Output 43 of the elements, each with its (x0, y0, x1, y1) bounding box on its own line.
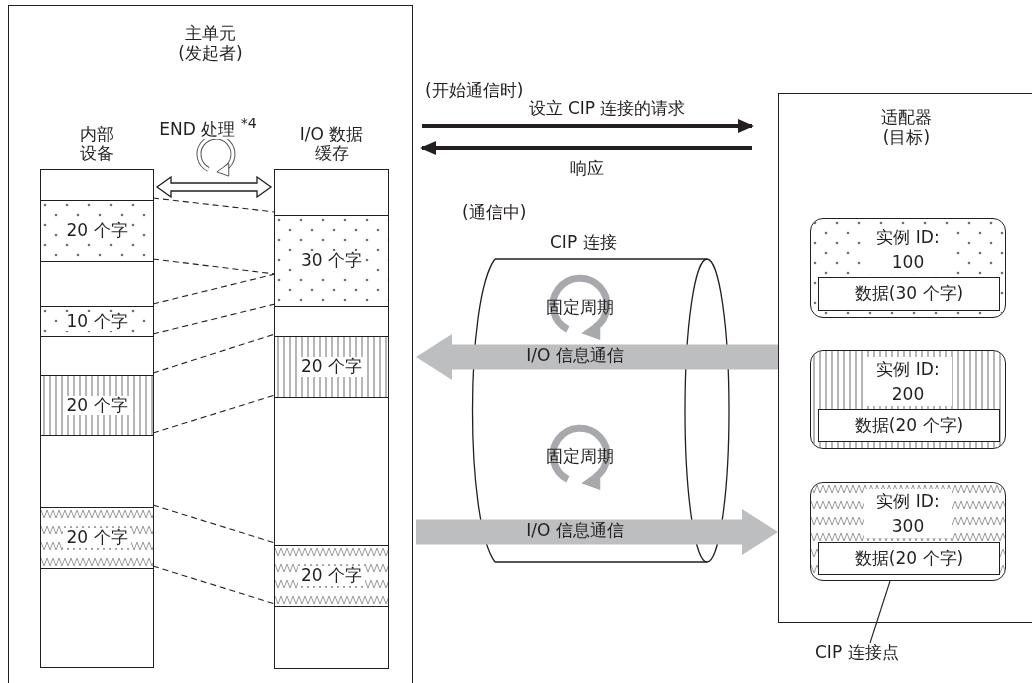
block-label: 20 个字 (63, 221, 131, 241)
dashed-line (152, 258, 276, 275)
block-arrow (416, 509, 778, 555)
dashed-line (152, 197, 276, 213)
panel-heading: 主单元 (182, 24, 239, 44)
phase-note: (开始通信时) (425, 80, 524, 101)
arrow (422, 119, 754, 133)
instance-label: 实例 ID: 300 (864, 489, 952, 539)
dashed-line (152, 504, 276, 544)
data-field-box (818, 277, 1000, 311)
data-block (275, 545, 388, 607)
data-field-box (818, 542, 1000, 575)
edge-label: I/O 信息通信 (526, 345, 624, 366)
data-block (41, 200, 153, 262)
edge-label: I/O 信息通信 (526, 520, 624, 541)
dashed-line (152, 565, 276, 605)
data-block (41, 306, 153, 337)
data-block (41, 375, 153, 436)
data-block (275, 215, 388, 307)
instance-label: 实例 ID: 200 (864, 357, 952, 407)
cycle-label: 固定周期 (546, 446, 614, 467)
cycle-label: 固定周期 (546, 297, 614, 318)
dashed-line (152, 273, 276, 305)
data-block (275, 336, 388, 398)
edge-label: 响应 (567, 158, 607, 179)
dashed-line (152, 394, 276, 434)
arrow (420, 141, 752, 155)
data-field-box (818, 409, 1000, 442)
instance-box (810, 482, 1006, 581)
unit-panel (778, 93, 1032, 623)
block-label: 20 个字 (297, 566, 365, 586)
block-arrow (416, 334, 778, 380)
double-arrow (155, 175, 273, 199)
block-label: 30 个字 (297, 251, 365, 271)
data-block (41, 507, 153, 569)
leader-line (869, 580, 891, 644)
dashed-line (152, 303, 276, 335)
instance-box (810, 218, 1006, 318)
block-label: 20 个字 (63, 528, 131, 548)
block-label: 10 个字 (63, 311, 131, 332)
unit-panel (8, 5, 413, 683)
instance-box (810, 350, 1006, 449)
dashed-line (152, 333, 276, 374)
